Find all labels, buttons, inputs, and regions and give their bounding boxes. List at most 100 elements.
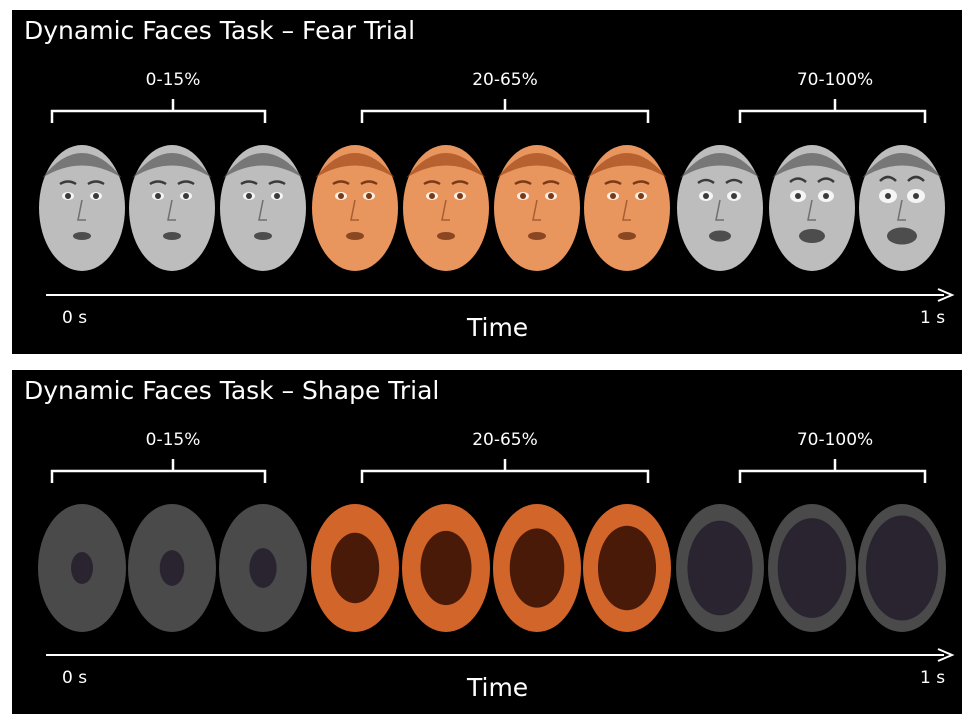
left-eyebrow [240, 180, 258, 186]
face-oval [677, 145, 763, 271]
mouth [887, 227, 917, 245]
right-pupil [731, 193, 737, 199]
shape-stimulus [38, 504, 126, 632]
segment-label-early: 0-15% [145, 430, 201, 450]
time-arrow-head [937, 648, 955, 662]
inner-oval [330, 532, 380, 604]
shape-stimulus [768, 504, 856, 632]
left-pupil [610, 193, 616, 199]
left-pupil [795, 193, 801, 199]
right-pupil [274, 193, 280, 199]
time-end-label: 1 s [920, 308, 946, 328]
face-stimulus [403, 145, 489, 271]
hair-shape [497, 153, 577, 178]
right-eyebrow [177, 180, 195, 186]
face-stimulus [584, 145, 670, 271]
time-start-label: 0 s [62, 668, 88, 688]
nose [622, 199, 631, 221]
mouth [254, 232, 272, 240]
hair-shape [862, 153, 942, 178]
segment-bracket [738, 459, 927, 483]
left-pupil [246, 193, 252, 199]
left-eyebrow [149, 180, 167, 186]
mouth [528, 232, 546, 240]
nose [807, 199, 816, 221]
right-eyebrow [268, 180, 286, 186]
nose [715, 199, 724, 221]
hair-shape [406, 153, 486, 178]
left-eyebrow [697, 178, 715, 185]
inner-oval [509, 528, 565, 608]
hair-shape [42, 153, 122, 178]
right-eyebrow [451, 180, 469, 186]
mouth [437, 232, 455, 240]
nose [77, 199, 86, 221]
fear-stimuli-timeline [39, 99, 955, 302]
shape-stimuli-timeline [38, 459, 955, 662]
mouth [163, 232, 181, 240]
left-eyebrow [879, 175, 897, 182]
left-eyebrow [604, 180, 622, 186]
right-pupil [823, 193, 829, 199]
hair-shape [680, 153, 760, 178]
segment-label-early: 0-15% [145, 70, 201, 90]
segment-label-middle: 20-65% [472, 70, 538, 90]
right-pupil [366, 193, 372, 199]
face-oval [312, 145, 398, 271]
time-axis-label: Time [467, 673, 529, 702]
nose [350, 199, 359, 221]
right-pupil [457, 193, 463, 199]
mouth [799, 229, 825, 243]
hair-shape [587, 153, 667, 178]
face-stimulus [312, 145, 398, 271]
left-pupil [155, 193, 161, 199]
shape-stimulus [583, 504, 671, 632]
face-oval [220, 145, 306, 271]
segment-bracket [738, 99, 927, 123]
panel-title: Dynamic Faces Task – Fear Trial [24, 16, 416, 45]
inner-oval [597, 525, 657, 611]
right-eyebrow [725, 178, 743, 185]
right-pupil [548, 193, 554, 199]
left-eyebrow [514, 180, 532, 186]
mouth [709, 230, 731, 242]
right-pupil [93, 193, 99, 199]
left-pupil [338, 193, 344, 199]
segment-bracket [50, 459, 267, 483]
face-oval [584, 145, 670, 271]
mouth [73, 232, 91, 240]
inner-oval [687, 520, 753, 616]
face-oval [403, 145, 489, 271]
face-stimulus [859, 145, 945, 271]
left-pupil [65, 193, 71, 199]
nose [897, 199, 906, 221]
time-end-label: 1 s [920, 668, 946, 688]
mouth [346, 232, 364, 240]
left-eyebrow [423, 180, 441, 186]
time-arrow-head [937, 288, 955, 302]
face-oval [494, 145, 580, 271]
inner-oval [249, 548, 277, 588]
face-oval [129, 145, 215, 271]
segment-bracket [360, 99, 650, 123]
fear-trial-panel: Dynamic Faces Task – Fear Trial 0-15% 20… [12, 10, 962, 354]
time-start-label: 0 s [62, 308, 88, 328]
left-pupil [885, 193, 891, 199]
shape-stimulus [858, 504, 946, 632]
hair-shape [223, 153, 303, 178]
left-pupil [703, 193, 709, 199]
inner-oval [71, 552, 93, 584]
segment-bracket [360, 459, 650, 483]
time-axis-label: Time [467, 313, 529, 342]
right-eyebrow [87, 180, 105, 186]
left-pupil [429, 193, 435, 199]
left-eyebrow [59, 180, 77, 186]
shape-stimulus [311, 504, 399, 632]
nose [167, 199, 176, 221]
face-oval [859, 145, 945, 271]
right-eyebrow [907, 175, 925, 182]
face-stimulus [39, 145, 125, 271]
right-eyebrow [360, 180, 378, 186]
shape-stimulus [676, 504, 764, 632]
nose [532, 199, 541, 221]
